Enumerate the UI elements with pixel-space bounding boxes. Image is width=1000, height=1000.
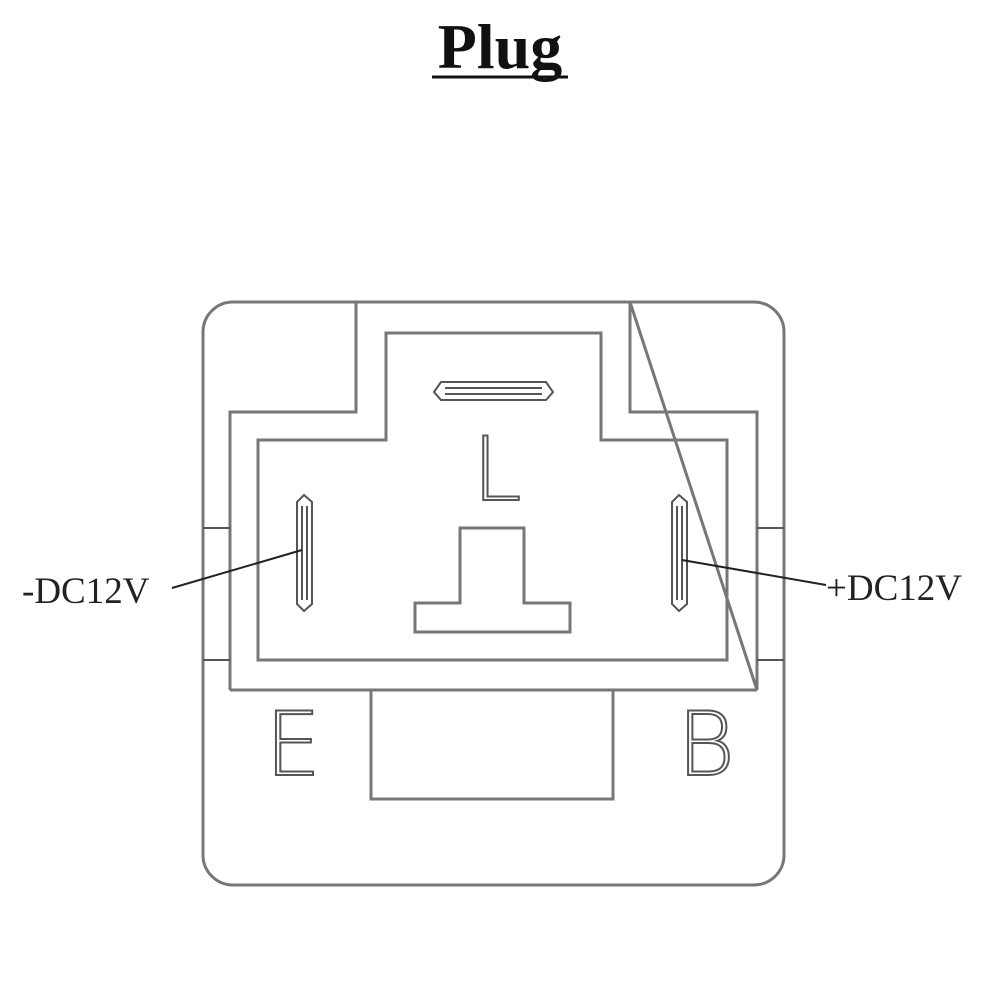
leader-line-negative [171,549,303,589]
pin-label-b: B [677,693,735,796]
terminal-positive [671,493,688,613]
socket-cavity [256,331,729,662]
label-positive-dc12v: +DC12V [826,568,962,609]
terminal-negative [296,493,313,613]
pin-label-e: E [265,693,321,796]
label-negative-dc12v: -DC12V [22,571,150,612]
leader-line-positive [681,559,827,586]
bottom-key-slot [369,688,615,801]
side-notch-left [203,527,230,661]
diagram-title: Plug [438,11,562,82]
ground-symbol [413,526,572,634]
terminal-l [432,381,555,401]
pin-label-l: L [472,418,521,521]
side-notch-right [757,527,784,661]
plug-housing-outline [201,300,786,887]
